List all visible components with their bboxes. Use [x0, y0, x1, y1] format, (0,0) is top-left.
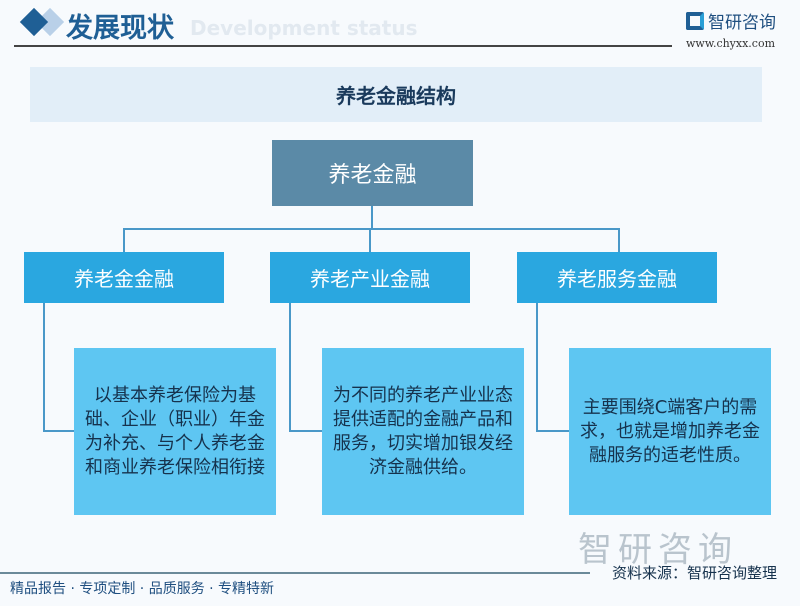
desc-industry-finance: 为不同的养老产业业态提供适配的金融产品和服务，切实增加银发经济金融供给。	[322, 348, 524, 515]
logo-icon	[686, 11, 704, 30]
node-service-finance: 养老服务金融	[517, 252, 717, 303]
source-note: 资料来源：智研咨询整理	[612, 564, 778, 582]
connector	[618, 228, 620, 252]
connector	[123, 228, 620, 230]
diagram-title: 养老金融结构	[30, 67, 762, 122]
footer-divider	[0, 572, 590, 574]
connector	[536, 430, 569, 432]
connector	[43, 430, 74, 432]
footer-slogan: 精品报告 · 专项定制 · 品质服务 · 专精特新	[10, 581, 275, 597]
logo-text: 智研咨询	[708, 13, 776, 33]
header-subtitle: Development status	[190, 16, 418, 40]
logo: 智研咨询	[686, 8, 776, 33]
page-title: 发展现状	[66, 13, 174, 44]
connector	[371, 206, 373, 228]
site-url: www.chyxx.com	[686, 37, 776, 50]
watermark-logo: 智研咨询	[578, 530, 738, 570]
divider	[14, 45, 672, 47]
desc-pension-finance: 以基本养老保险为基础、企业（职业）年金为补充、与个人养老金和商业养老保险相衔接	[74, 348, 276, 515]
node-industry-finance: 养老产业金融	[270, 252, 470, 303]
connector	[289, 430, 322, 432]
connector	[369, 228, 371, 252]
root-node: 养老金融	[272, 140, 473, 206]
desc-service-finance: 主要围绕C端客户的需求，也就是增加养老金融服务的适老性质。	[569, 348, 771, 515]
connector	[289, 303, 291, 431]
connector	[43, 303, 45, 431]
connector	[123, 228, 125, 252]
connector	[536, 303, 538, 431]
node-pension-finance: 养老金金融	[24, 252, 224, 303]
